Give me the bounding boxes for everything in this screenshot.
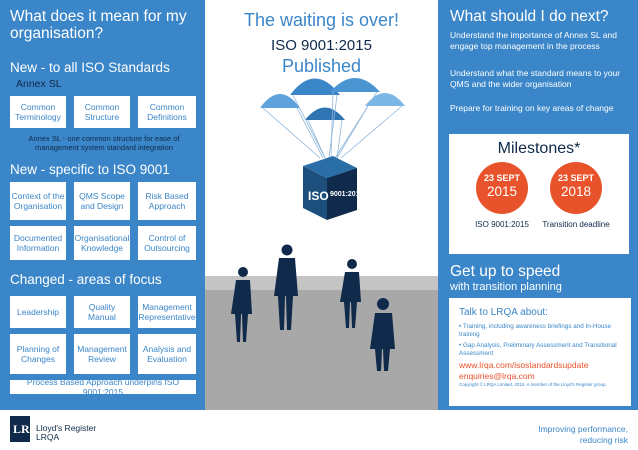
parachute-illustration: ISO 9001:2015 [231, 78, 405, 371]
box-risk: Risk Based Approach [138, 182, 196, 220]
people-silhouettes [231, 244, 395, 371]
annex-note: Annex SL - one common structure for ease… [28, 134, 180, 152]
box-documented: Documented Information [10, 226, 66, 260]
website-link[interactable]: www.lrqa.com/isostandardsupdate [459, 360, 589, 370]
svg-text:LR: LR [13, 422, 30, 436]
person-icon [231, 267, 252, 342]
middle-panel: The waiting is over! ISO 9001:2015 Publi… [205, 0, 438, 410]
process-note: Process Based Approach underpins ISO 900… [10, 377, 196, 397]
annex-box-terminology: Common Terminology [10, 96, 66, 128]
headline: The waiting is over! [243, 10, 400, 30]
talk-bullet-training: • Training, including awareness briefing… [459, 323, 612, 338]
person-icon [274, 244, 298, 330]
milestones-title: Milestones* [497, 140, 581, 157]
milestone-year: 2015 [486, 184, 518, 199]
box-outsourcing: Control of Outsourcing [138, 226, 196, 260]
right-panel: What should I do next? Understand the im… [438, 0, 638, 410]
box-quality-manual: Quality Manual [74, 296, 130, 328]
changed-heading: Changed - areas of focus [10, 272, 162, 287]
annex-label: Annex SL [16, 78, 62, 90]
annex-box-definitions: Common Definitions [138, 96, 196, 128]
status-published: Published [281, 56, 362, 76]
person-icon [370, 298, 395, 371]
floor-edge [205, 276, 438, 290]
action-annex: Understand the importance of Annex SL an… [450, 30, 617, 51]
box-mgmt-rep: Management Representative [138, 296, 196, 328]
speed-heading: Get up to speed [450, 263, 561, 280]
talk-card: Talk to LRQA about: • Training, includin… [449, 298, 631, 406]
left-title: What does it mean for my organisation? [10, 8, 187, 42]
email-link[interactable]: enquiries@lrqa.com [459, 371, 535, 381]
crate-icon [303, 156, 357, 220]
box-qms-scope: QMS Scope and Design [74, 182, 130, 220]
footer-tagline: Improving performance, reducing risk [538, 424, 628, 445]
box-leadership: Leadership [10, 296, 66, 328]
box-context: Context of the Organisation [10, 182, 66, 220]
person-icon [340, 259, 361, 328]
crate-label-iso: ISO [308, 189, 329, 203]
box-mgmt-review: Management Review [74, 334, 130, 374]
milestone-year: 2018 [560, 184, 592, 199]
annex-box-structure: Common Structure [74, 96, 130, 128]
talk-bullet-gap: • Gap Analysis, Preliminary Assessment a… [459, 342, 617, 357]
brand-name: Lloyd's Register [36, 423, 97, 433]
left-panel: What does it mean for my organisation? N… [0, 0, 205, 410]
right-title: What should I do next? [450, 8, 609, 25]
standard-name: ISO 9001:2015 [271, 37, 372, 54]
action-training: Prepare for training on key areas of cha… [450, 103, 614, 113]
milestones-card: Milestones* 23 SEPT 2015 23 SEPT 2018 IS… [449, 134, 629, 254]
talk-heading: Talk to LRQA about: [459, 307, 548, 318]
copyright-text: Copyright © LRQA Limited, 2015. A member… [459, 382, 607, 387]
milestone-2015: 23 SEPT 2015 [476, 162, 528, 214]
lloyds-register-logo: LR [10, 416, 30, 442]
brand-sub: LRQA [36, 432, 60, 442]
milestone-caption: ISO 9001:2015 [475, 220, 529, 229]
speed-subheading: with transition planning [450, 281, 562, 293]
new-9001-heading: New - specific to ISO 9001 [10, 162, 170, 177]
milestone-date: 23 SEPT [483, 173, 521, 183]
crate-label-version: 9001:2015 [330, 191, 364, 198]
action-standard: Understand what the standard means to yo… [450, 68, 621, 89]
box-planning: Planning of Changes [10, 334, 66, 374]
footer-brand: Lloyd's Register LRQA [36, 424, 96, 442]
milestone-date: 23 SEPT [557, 173, 595, 183]
parachute-icon [260, 78, 405, 159]
box-knowledge: Organisational Knowledge [74, 226, 130, 260]
milestone-caption: Transition deadline [542, 220, 610, 229]
milestone-2018: 23 SEPT 2018 [550, 162, 602, 214]
new-all-heading: New - to all ISO Standards [10, 60, 170, 75]
box-analysis: Analysis and Evaluation [138, 334, 196, 374]
